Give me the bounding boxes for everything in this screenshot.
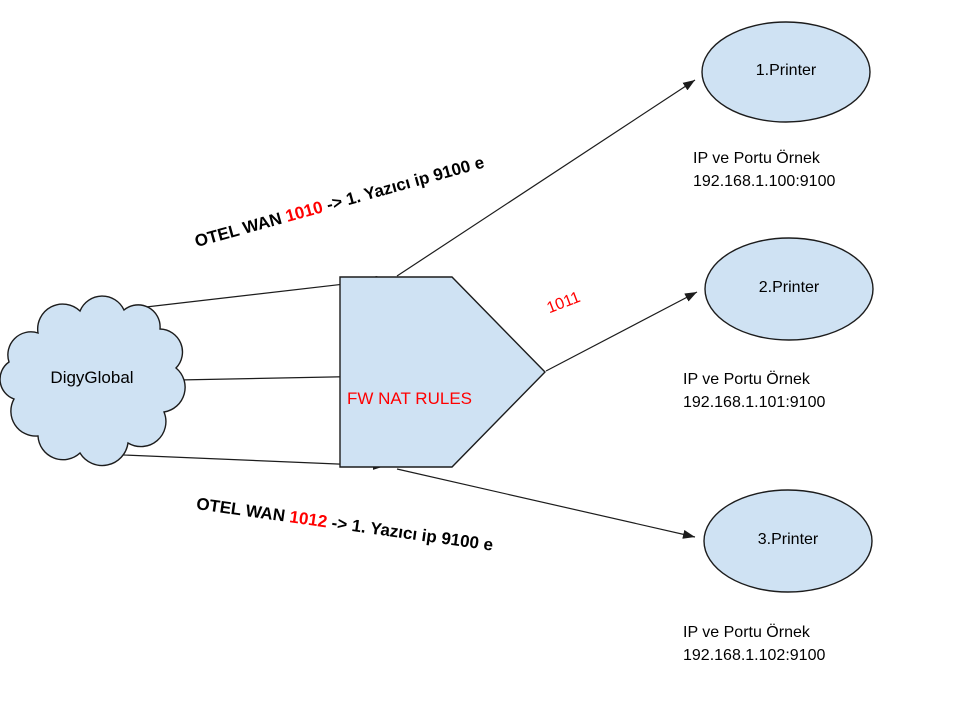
nat-rule-bottom-port: 1012: [288, 507, 329, 532]
printer3-shape[interactable]: [703, 489, 873, 593]
printer1-shape[interactable]: [701, 21, 871, 123]
arrow-cloud-to-fw-bottom[interactable]: [99, 453, 386, 470]
cloud-label: DigyGlobal: [50, 368, 134, 387]
internet-cloud-shape[interactable]: [0, 295, 186, 467]
printer2-note-title: IP ve Portu Örnek: [683, 371, 810, 388]
printer2-note: IP ve Portu Örnek 192.168.1.101:9100: [683, 368, 825, 414]
printer3-note-address: 192.168.1.102:9100: [683, 647, 826, 664]
printer2-shape[interactable]: [704, 237, 874, 341]
arrow-fw-to-printer3[interactable]: [396, 468, 696, 539]
arrow-fw-to-printer1[interactable]: [396, 79, 696, 277]
printer2-label: 2.Printer: [758, 279, 820, 296]
printer1-label: 1.Printer: [755, 62, 817, 79]
firewall-pentagon-shape[interactable]: [339, 276, 546, 468]
printer1-note-title: IP ve Portu Örnek: [693, 150, 820, 167]
printer1-note: IP ve Portu Örnek 192.168.1.100:9100: [693, 147, 835, 193]
printer2-note-address: 192.168.1.101:9100: [683, 394, 826, 411]
printer3-note-title: IP ve Portu Örnek: [683, 624, 810, 641]
arrow-fw-to-printer2[interactable]: [545, 291, 698, 372]
printer3-note: IP ve Portu Örnek 192.168.1.102:9100: [683, 621, 825, 667]
firewall-label: FW NAT RULES: [347, 389, 472, 408]
printer3-label: 3.Printer: [757, 531, 819, 548]
printer1-note-address: 192.168.1.100:9100: [693, 173, 836, 190]
